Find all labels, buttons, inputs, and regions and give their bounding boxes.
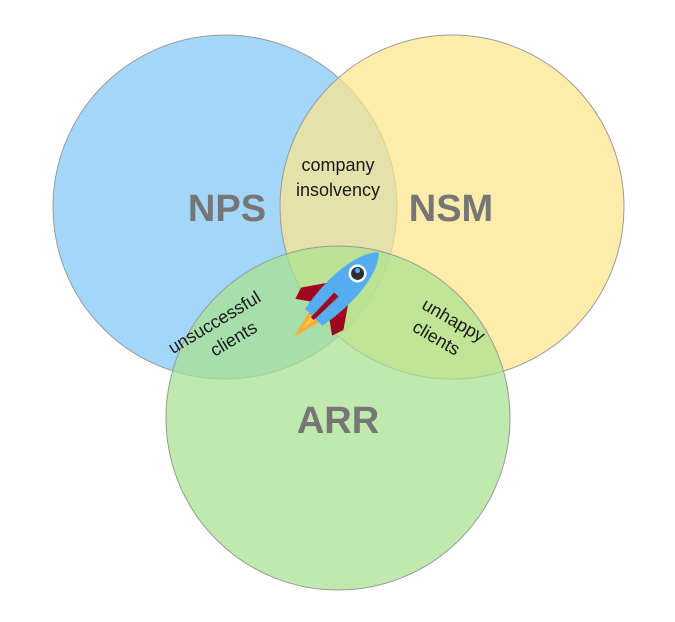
rocket-window [351, 266, 365, 280]
nps-label: NPS [188, 188, 266, 230]
company-insolvency-line2: insolvency [296, 180, 380, 200]
company-insolvency-line1: company [301, 155, 374, 175]
circle-arr [165, 245, 511, 591]
rocket-fin-center [310, 292, 339, 321]
nsm-label: NSM [409, 188, 493, 230]
arr-label: ARR [297, 400, 379, 442]
rocket-icon [293, 252, 379, 338]
rocket-window-shine [355, 268, 361, 274]
